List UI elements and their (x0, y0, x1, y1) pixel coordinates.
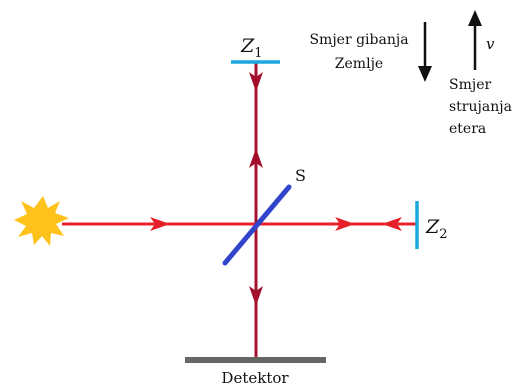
ether-flow-line2: strujanja (449, 99, 512, 115)
earth-motion-arrow-icon (418, 66, 432, 82)
ether-flow-line1: Smjer (449, 77, 491, 93)
beam-arrow-down-1 (249, 72, 263, 92)
mirror-z1-label: Z1 (240, 35, 262, 61)
beam-arrow-right-1 (150, 217, 170, 231)
light-source-icon (14, 196, 69, 246)
earth-motion-line1: Smjer gibanja (309, 32, 408, 48)
splitter-label: S (295, 166, 306, 185)
beam-arrow-up (249, 148, 263, 168)
ether-flow-line3: etera (449, 121, 486, 137)
mirror-z2-label: Z2 (425, 216, 447, 242)
velocity-label: v (486, 35, 495, 53)
detector-label: Detektor (221, 369, 289, 387)
detector-plate (185, 357, 326, 363)
earth-motion-line2: Zemlje (335, 56, 383, 72)
beam-splitter (222, 184, 292, 266)
ether-flow-arrow-icon (468, 10, 482, 26)
beam-arrow-right-2 (335, 217, 355, 231)
beam-arrow-left (382, 217, 402, 231)
beam-arrow-down-2 (249, 286, 263, 306)
